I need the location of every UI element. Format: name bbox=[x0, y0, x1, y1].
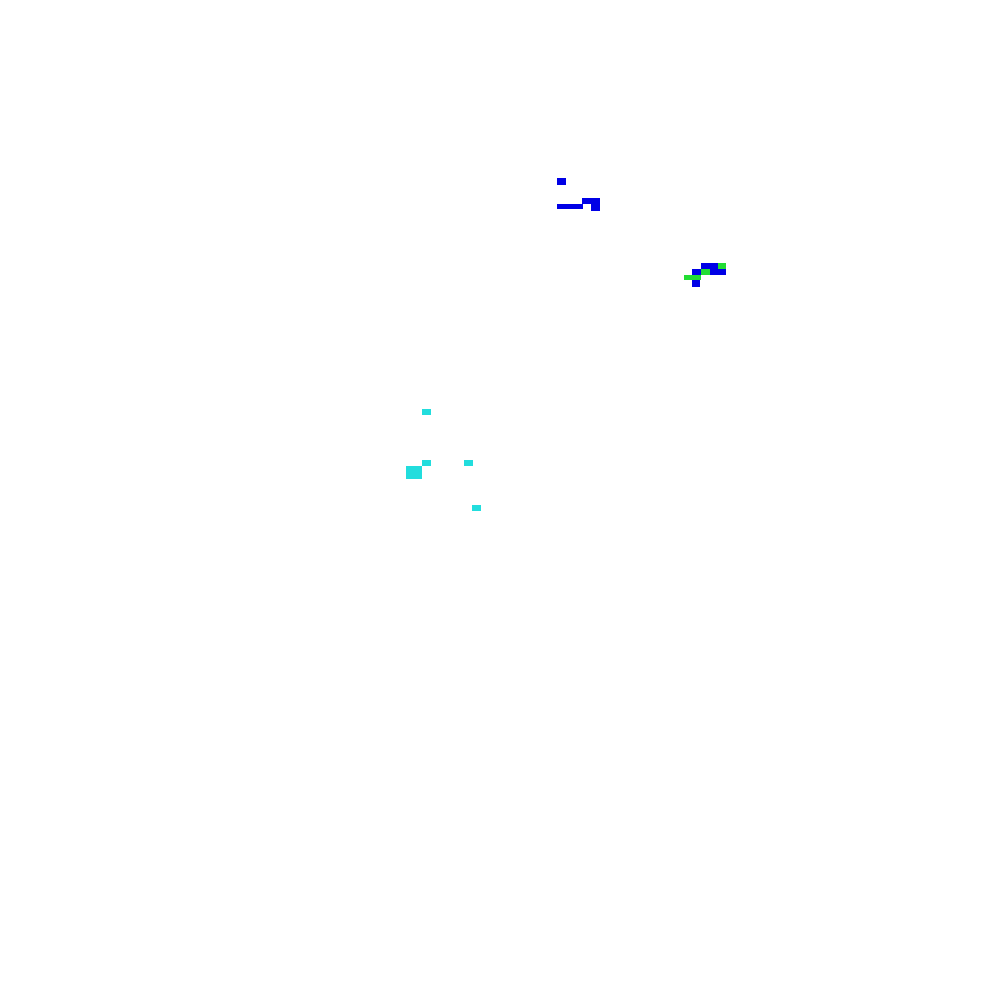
blue-pixel-block bbox=[710, 263, 718, 271]
green-pixel-block bbox=[718, 263, 726, 269]
blue-pixel-block bbox=[692, 280, 700, 287]
cyan-pixel-block bbox=[422, 460, 431, 466]
green-pixel-block bbox=[701, 269, 710, 275]
cyan-fragment-cluster bbox=[400, 402, 490, 516]
blue-green-fragment-cluster bbox=[680, 258, 732, 294]
blue-pixel-block bbox=[710, 269, 726, 275]
blue-pixel-block bbox=[591, 198, 600, 211]
blue-pixel-block bbox=[557, 204, 583, 209]
blue-pixel-block bbox=[557, 178, 566, 185]
cyan-pixel-block bbox=[422, 409, 431, 415]
blue-fragment-cluster-upper bbox=[552, 172, 608, 218]
blue-pixel-block bbox=[701, 263, 710, 270]
cyan-pixel-block bbox=[472, 505, 481, 511]
green-pixel-block bbox=[684, 275, 701, 280]
cyan-pixel-block bbox=[464, 460, 473, 466]
blue-pixel-block bbox=[692, 269, 701, 275]
cyan-pixel-block bbox=[406, 466, 422, 479]
